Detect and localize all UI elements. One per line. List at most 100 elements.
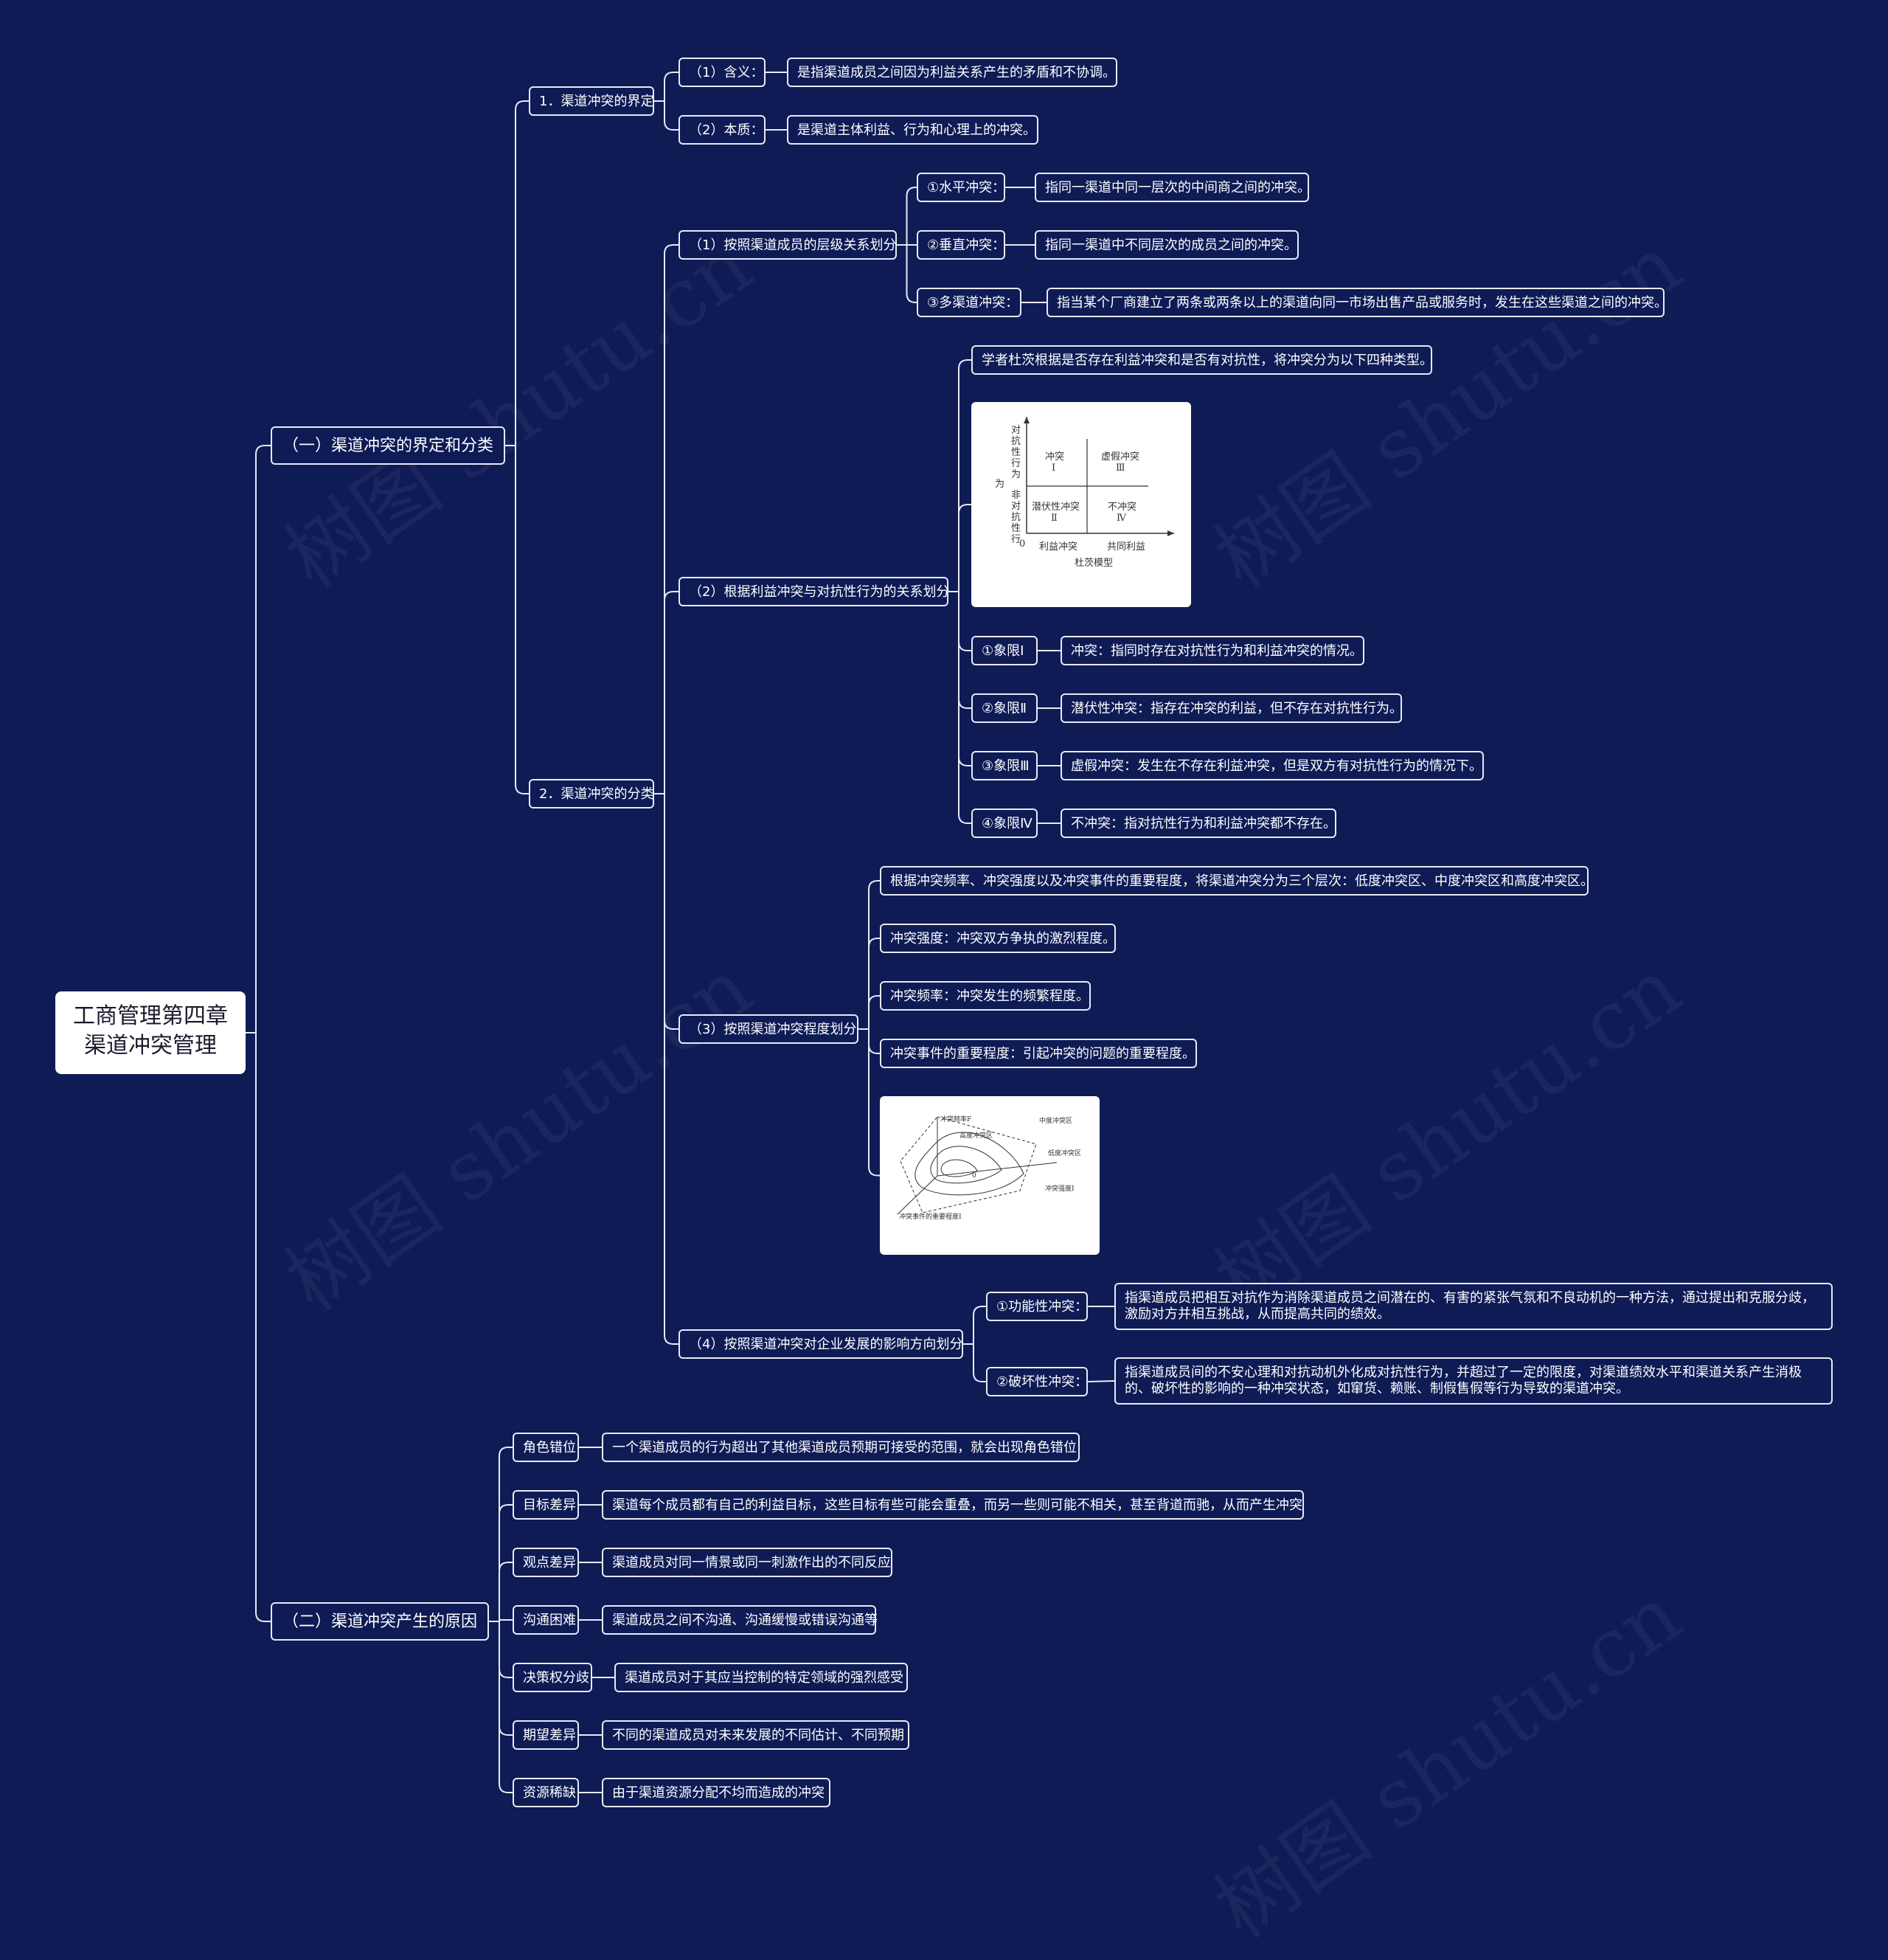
topic-by-level[interactable]: （1）按照渠道成员的层级关系划分 — [678, 230, 897, 260]
vertical-conflict-label[interactable]: ②垂直冲突： — [917, 230, 1005, 260]
topic-by-impact[interactable]: （4）按照渠道冲突对企业发展的影响方向划分 — [678, 1329, 963, 1359]
deutsch-y-bottom-char: 非 — [1011, 490, 1021, 501]
essence-text[interactable]: 是渠道主体利益、行为和心理上的冲突。 — [787, 115, 1038, 145]
cause-decision-text[interactable]: 渠道成员对于其应当控制的特定领域的强烈感受 — [614, 1663, 908, 1692]
conflict-importance[interactable]: 冲突事件的重要程度：引起冲突的问题的重要程度。 — [880, 1039, 1197, 1068]
cause-view-label[interactable]: 观点差异 — [513, 1548, 579, 1577]
cause-role-text[interactable]: 一个渠道成员的行为超出了其他渠道成员预期可接受的范围，就会出现角色错位 — [602, 1433, 1080, 1462]
cause-goal-label[interactable]: 目标差异 — [513, 1490, 579, 1520]
connector — [654, 244, 678, 794]
cause-resource-label[interactable]: 资源稀缺 — [513, 1778, 579, 1807]
cause-resource-text[interactable]: 由于渠道资源分配不均而造成的冲突 — [602, 1778, 830, 1807]
connector — [654, 591, 678, 794]
deutsch-origin: 0 — [1019, 539, 1025, 550]
root-title-line1: 工商管理第四章 — [73, 1003, 228, 1029]
deutsch-q4-label: 不冲突 — [1108, 501, 1136, 513]
deutsch-q2-number: Ⅱ — [1051, 513, 1058, 524]
deutsch-model-figure: 对 抗 性 行 为 为 非 对 抗 性 行 冲突 Ⅰ 虚假冲突 Ⅲ 潜伏性冲突 … — [971, 402, 1191, 607]
cause-expectation-label[interactable]: 期望差异 — [513, 1720, 579, 1750]
root-title-line2: 渠道冲突管理 — [84, 1033, 217, 1059]
cause-expectation-text[interactable]: 不同的渠道成员对未来发展的不同估计、不同预期 — [602, 1720, 909, 1750]
deutsch-q3-label: 虚假冲突 — [1101, 451, 1139, 463]
connector — [963, 1343, 986, 1382]
horizontal-conflict-label[interactable]: ①水平冲突： — [917, 173, 1005, 202]
degree-fig-frequency: 冲突频率F — [940, 1115, 971, 1123]
branch-definition-classification[interactable]: （一）渠道冲突的界定和分类 — [271, 426, 505, 465]
deutsch-y-bottom-char: 性 — [1011, 523, 1021, 534]
connector — [858, 880, 880, 1030]
topic-definition[interactable]: 1．渠道冲突的界定 — [529, 86, 654, 116]
deutsch-y-top-char: 性 — [1011, 447, 1021, 458]
multichannel-conflict-label[interactable]: ③多渠道冲突： — [917, 288, 1021, 317]
deutsch-y-top-char: 为 — [1011, 469, 1021, 480]
cause-decision-label[interactable]: 决策权分歧 — [513, 1663, 592, 1692]
topic-by-interest[interactable]: （2）根据利益冲突与对抗性行为的关系划分 — [678, 577, 949, 606]
degree-fig-importance: 冲突事件的重要程度I — [899, 1212, 962, 1221]
connector — [1087, 1380, 1115, 1382]
connector — [489, 1447, 513, 1622]
cause-goal-text[interactable]: 渠道每个成员都有自己的利益目标，这些目标有些可能会重叠，而另一些则可能不相关，甚… — [602, 1490, 1304, 1520]
topic-essence[interactable]: （2）本质： — [678, 115, 766, 145]
connector — [897, 187, 917, 246]
connector — [654, 793, 678, 1345]
quadrant-3-label[interactable]: ③象限Ⅲ — [971, 751, 1038, 780]
quadrant-2-text[interactable]: 潜伏性冲突：指存在冲突的利益，但不存在对抗性行为。 — [1061, 693, 1403, 723]
connector — [858, 995, 880, 1030]
vertical-conflict-text[interactable]: 指同一渠道中不同层次的成员之间的冲突。 — [1035, 230, 1299, 260]
connector — [897, 244, 917, 303]
connector — [505, 445, 529, 794]
connector — [858, 938, 880, 1030]
conflict-intensity[interactable]: 冲突强度：冲突双方争执的激烈程度。 — [880, 924, 1116, 953]
deutsch-y-bottom-char: 行 — [1011, 534, 1021, 545]
conflict-frequency[interactable]: 冲突频率：冲突发生的频繁程度。 — [880, 981, 1091, 1011]
connector — [948, 591, 971, 766]
functional-conflict-text[interactable]: 指渠道成员把相互对抗作为消除渠道成员之间潜在的、有害的紧张气氛和不良动机的一种方… — [1114, 1283, 1833, 1330]
deutsch-y-top-char: 对 — [1011, 425, 1021, 436]
interest-intro[interactable]: 学者杜茨根据是否存在利益冲突和是否有对抗性，将冲突分为以下四种类型。 — [971, 345, 1433, 375]
deutsch-y-top-char: 行 — [1011, 458, 1021, 469]
cause-role-label[interactable]: 角色错位 — [513, 1433, 579, 1462]
deutsch-q2-label: 潜伏性冲突 — [1032, 501, 1080, 513]
quadrant-2-label[interactable]: ②象限Ⅱ — [971, 693, 1038, 723]
root-topic[interactable]: 工商管理第四章 渠道冲突管理 — [55, 991, 246, 1074]
quadrant-4-text[interactable]: 不冲突：指对抗性行为和利益冲突都不存在。 — [1061, 808, 1336, 838]
branch-causes[interactable]: （二）渠道冲突产生的原因 — [271, 1602, 489, 1641]
degree-fig-mid-zone: 中度冲突区 — [1039, 1116, 1072, 1125]
deutsch-q1-number: Ⅰ — [1052, 463, 1055, 474]
topic-by-degree[interactable]: （3）按照渠道冲突程度划分 — [678, 1014, 858, 1044]
destructive-conflict-text[interactable]: 指渠道成员间的不安心理和对抗动机外化成对抗性行为，并超过了一定的限度，对渠道绩效… — [1114, 1357, 1833, 1405]
deutsch-y-top-char: 抗 — [1011, 436, 1021, 447]
quadrant-1-text[interactable]: 冲突：指同时存在对抗性行为和利益冲突的情况。 — [1061, 636, 1364, 665]
deutsch-x-left-label: 利益冲突 — [1039, 541, 1077, 553]
connector — [489, 1504, 513, 1622]
cause-view-text[interactable]: 渠道成员对同一情景或同一刺激作出的不同反应 — [602, 1548, 892, 1577]
deutsch-y-mid-char: 为 — [995, 479, 1004, 490]
functional-conflict-label[interactable]: ①功能性冲突： — [986, 1292, 1088, 1321]
degree-overview[interactable]: 根据冲突频率、冲突强度以及冲突事件的重要程度，将渠道冲突分为三个层次：低度冲突区… — [880, 866, 1594, 896]
cause-communication-text[interactable]: 渠道成员之间不沟通、沟通缓慢或错误沟通等 — [602, 1605, 878, 1635]
destructive-conflict-label[interactable]: ②破坏性冲突： — [986, 1367, 1088, 1396]
quadrant-4-label[interactable]: ④象限Ⅳ — [971, 808, 1038, 838]
quadrant-1-label[interactable]: ①象限Ⅰ — [971, 636, 1038, 665]
degree-fig-origin: 0 — [972, 1172, 976, 1180]
multichannel-conflict-text[interactable]: 指当某个厂商建立了两条或两条以上的渠道向同一市场出售产品或服务时，发生在这些渠道… — [1047, 288, 1667, 317]
connector — [948, 504, 971, 592]
connector — [963, 1306, 986, 1345]
connector — [489, 1562, 513, 1622]
connector — [858, 1028, 880, 1177]
horizontal-conflict-text[interactable]: 指同一渠道中同一层次的中间商之间的冲突。 — [1035, 173, 1311, 202]
topic-classification[interactable]: 2．渠道冲突的分类 — [529, 779, 654, 808]
connector — [654, 72, 678, 102]
topic-meaning[interactable]: （1）含义： — [678, 58, 766, 87]
meaning-text[interactable]: 是指渠道成员之间因为利益关系产生的矛盾和不协调。 — [787, 58, 1117, 87]
quadrant-3-text[interactable]: 虚假冲突：发生在不存在利益冲突，但是双方有对抗性行为的情况下。 — [1061, 751, 1484, 780]
deutsch-caption: 杜茨模型 — [1075, 558, 1113, 569]
deutsch-q1-label: 冲突 — [1045, 451, 1064, 463]
connector — [948, 591, 971, 824]
degree-fig-intensity: 冲突强度I — [1045, 1184, 1075, 1193]
connector — [489, 1621, 513, 1793]
conflict-degree-figure: 冲突频率F 中度冲突区 高度冲突区 低度冲突区 0 冲突强度I 冲突事件的重要程… — [880, 1096, 1100, 1255]
cause-communication-label[interactable]: 沟通困难 — [513, 1605, 579, 1635]
connector — [505, 100, 529, 446]
deutsch-y-bottom-char: 抗 — [1011, 512, 1021, 523]
